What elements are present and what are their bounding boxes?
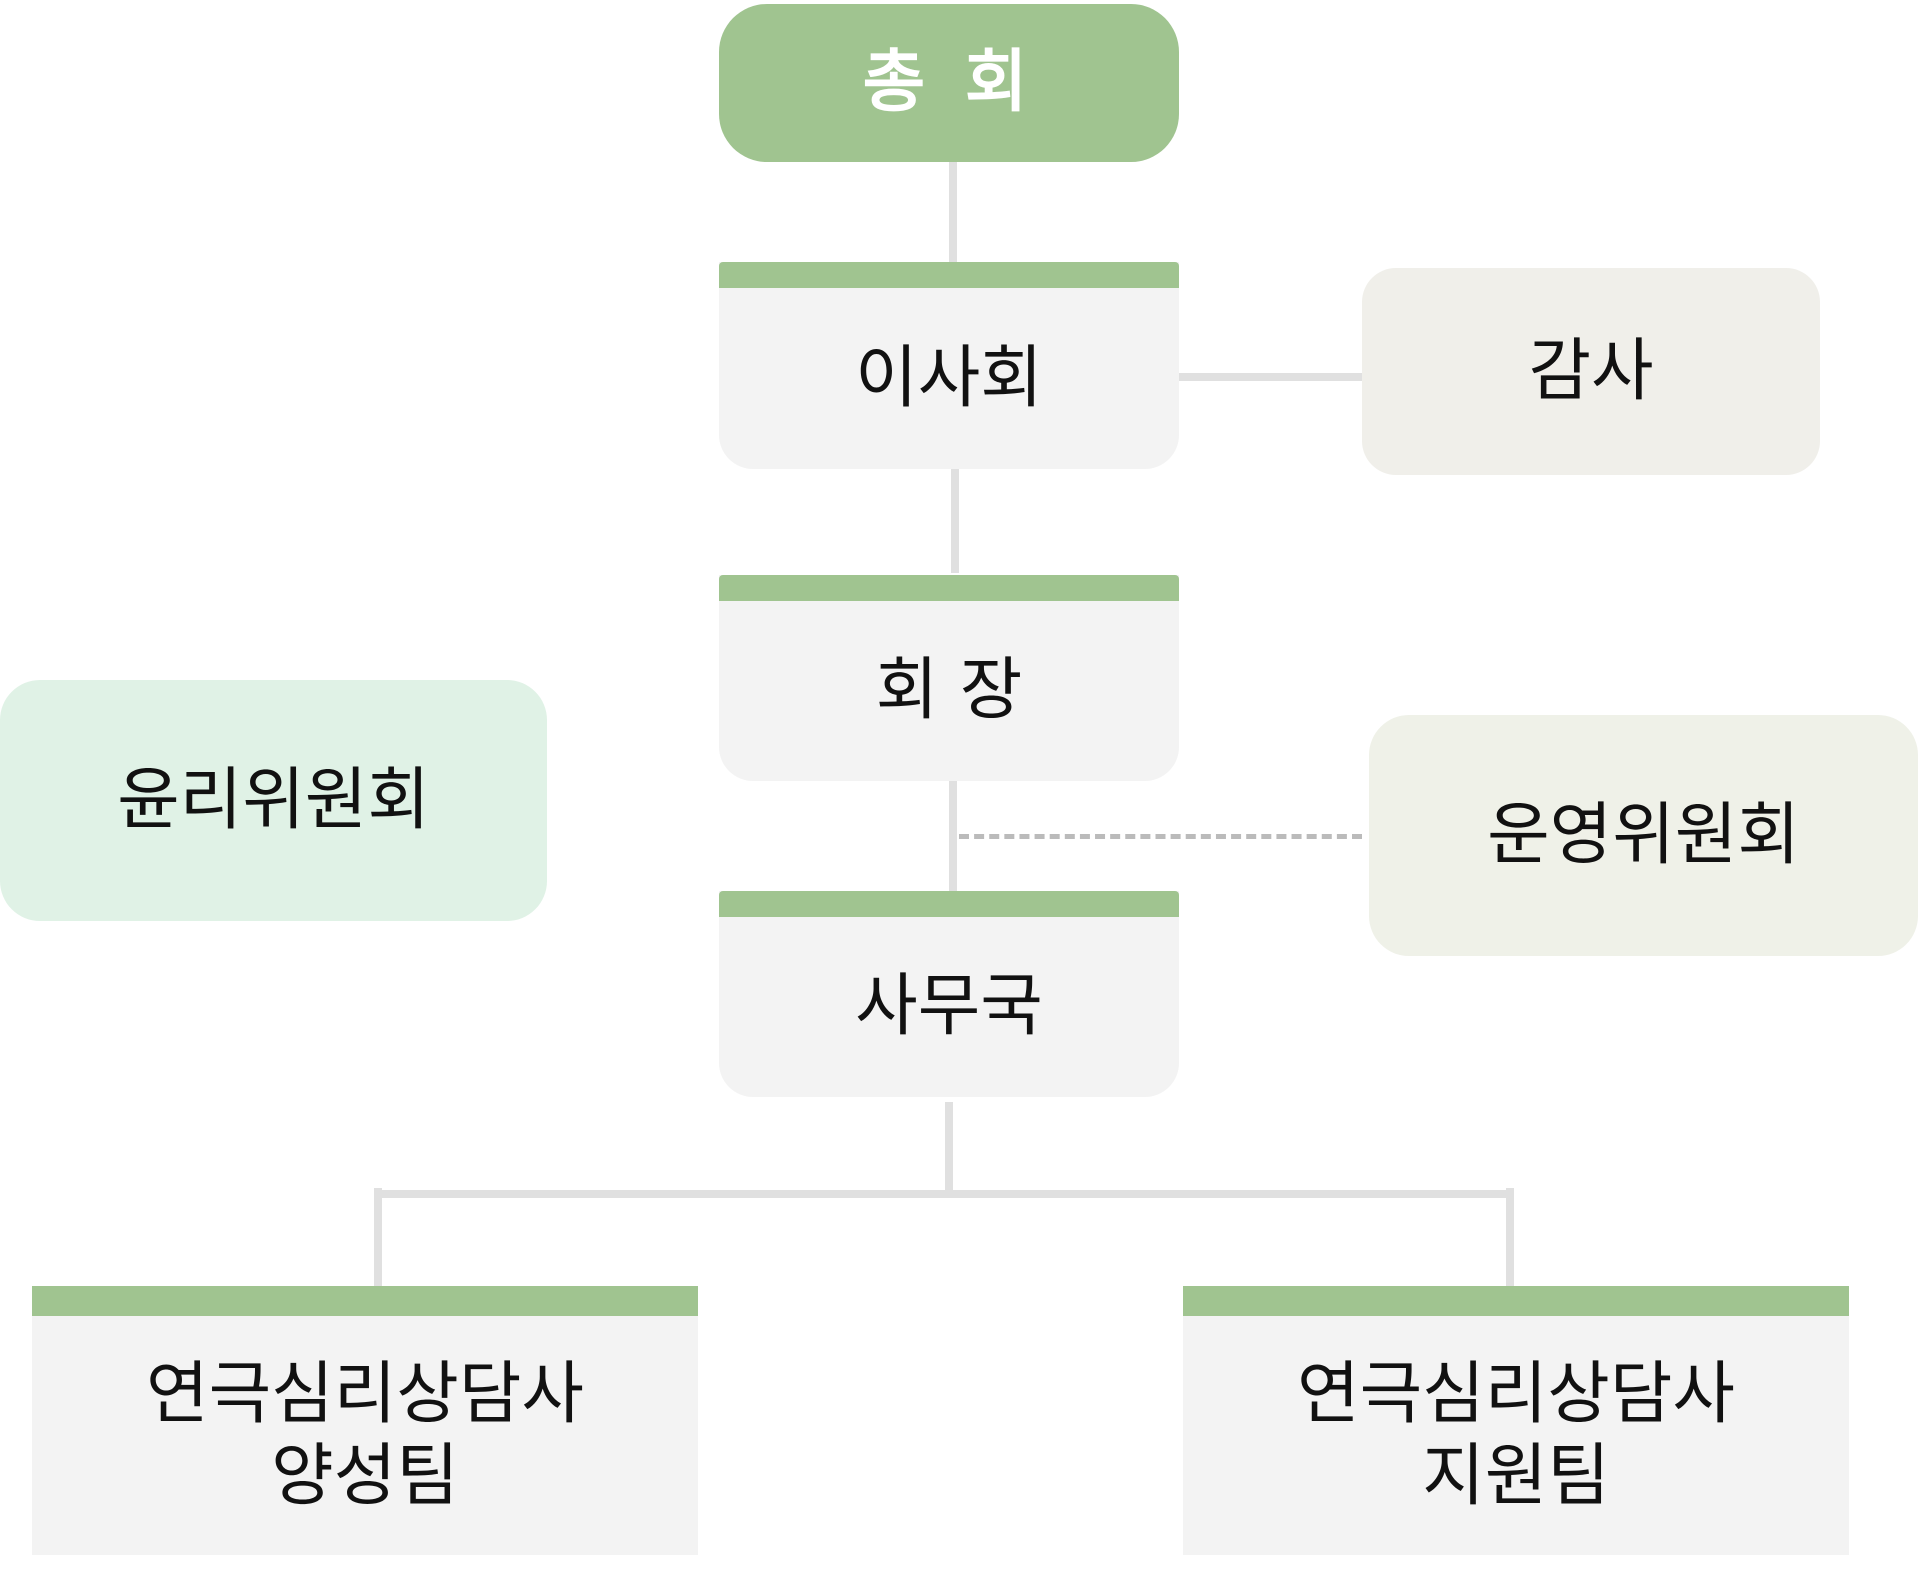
node-accent-bar <box>719 262 1179 288</box>
node-board: 이사회 <box>719 262 1179 469</box>
node-president: 회 장 <box>719 575 1179 781</box>
node-general-assembly: 총 회 <box>719 4 1179 162</box>
node-steering-committee-label: 운영위원회 <box>1487 795 1800 875</box>
node-accent-bar <box>32 1286 698 1316</box>
connector-secretariat-down <box>945 1102 953 1196</box>
connector-board-president <box>951 469 959 573</box>
node-president-label: 회 장 <box>875 651 1023 731</box>
node-training-team-line1: 연극심리상담사 <box>146 1354 584 1434</box>
node-training-team-line2: 양성팀 <box>271 1436 459 1516</box>
node-support-team: 연극심리상담사 지원팀 <box>1183 1286 1849 1555</box>
connector-board-auditor <box>1179 373 1362 381</box>
node-support-team-line1: 연극심리상담사 <box>1297 1354 1735 1434</box>
connector-assembly-board <box>949 162 957 262</box>
node-steering-committee: 운영위원회 <box>1369 715 1918 956</box>
node-general-assembly-label: 총 회 <box>862 43 1036 123</box>
node-secretariat: 사무국 <box>719 891 1179 1097</box>
node-support-team-label: 연극심리상담사 지원팀 <box>1297 1324 1735 1517</box>
node-ethics-committee: 윤리위원회 <box>0 680 547 921</box>
node-accent-bar <box>719 891 1179 917</box>
node-training-team-label: 연극심리상담사 양성팀 <box>146 1324 584 1517</box>
node-board-label: 이사회 <box>855 338 1043 418</box>
connector-horizontal <box>374 1190 1514 1198</box>
node-secretariat-label: 사무국 <box>855 967 1043 1047</box>
node-accent-bar <box>719 575 1179 601</box>
connector-right-team <box>1506 1188 1514 1286</box>
node-auditor: 감사 <box>1362 268 1820 475</box>
connector-president-secretariat <box>949 781 957 891</box>
node-auditor-label: 감사 <box>1528 331 1654 411</box>
node-support-team-line2: 지원팀 <box>1422 1436 1610 1516</box>
node-training-team: 연극심리상담사 양성팀 <box>32 1286 698 1555</box>
node-accent-bar <box>1183 1286 1849 1316</box>
dashed-connector-steering <box>959 834 1362 839</box>
connector-left-team <box>374 1188 382 1286</box>
node-ethics-committee-label: 윤리위원회 <box>117 760 430 840</box>
